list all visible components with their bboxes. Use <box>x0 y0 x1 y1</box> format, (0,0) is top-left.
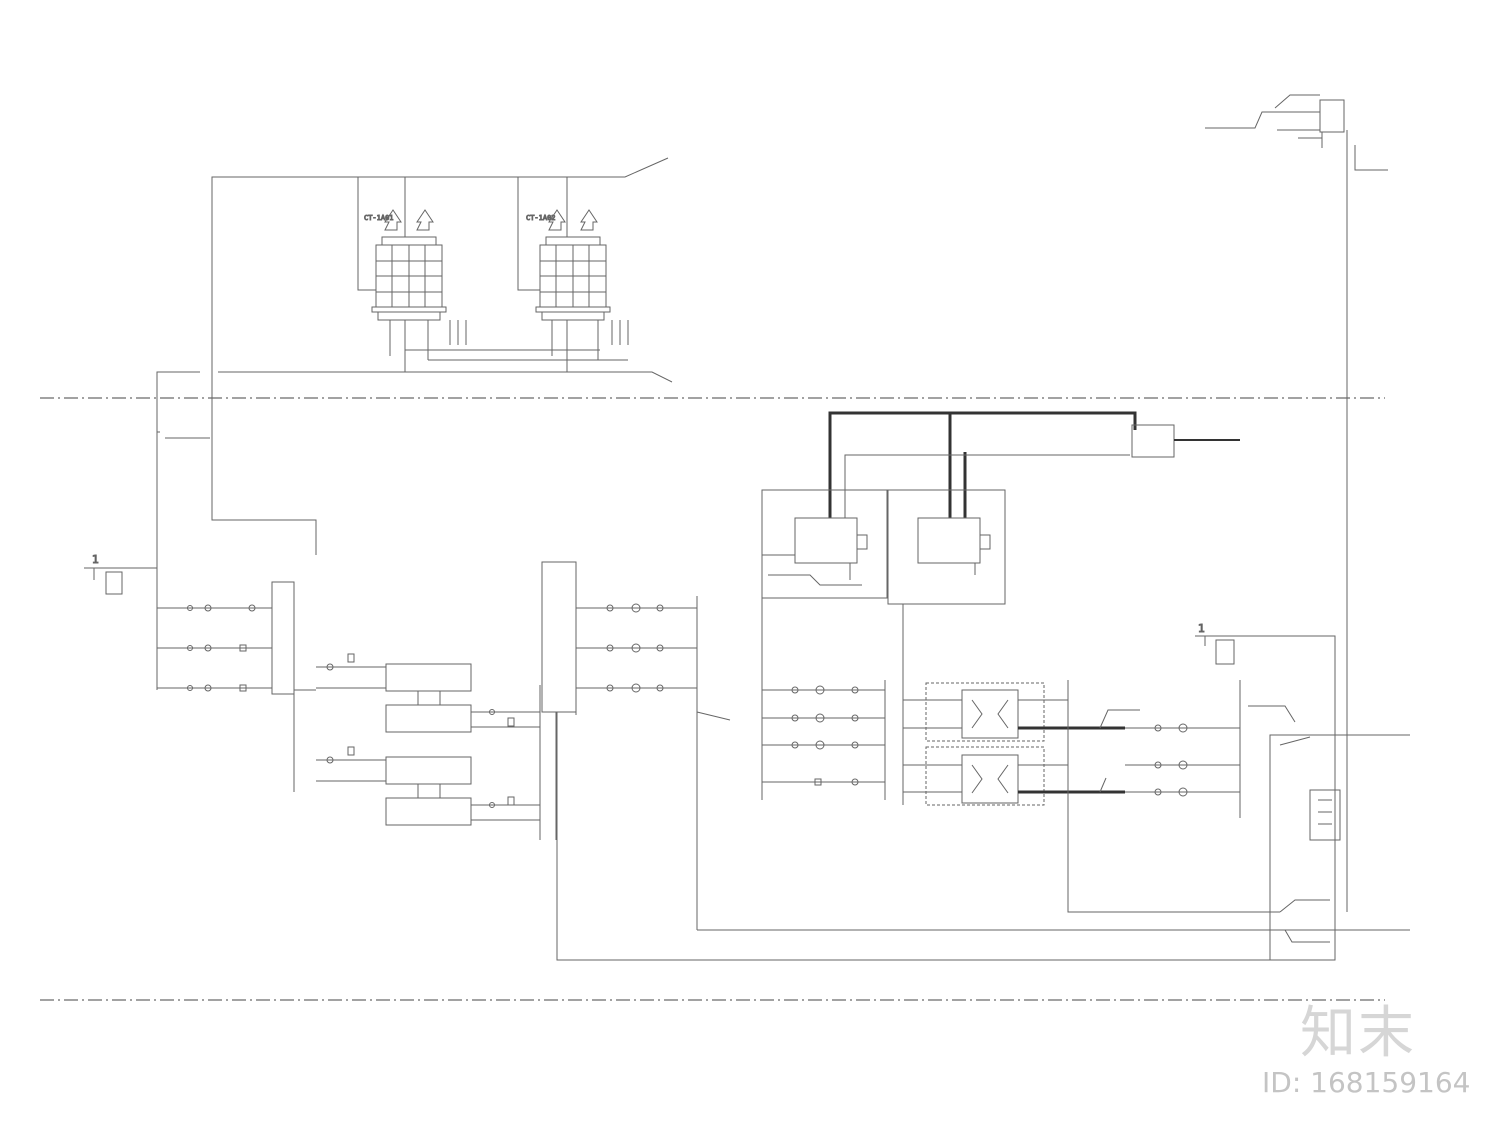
pointer-leaders <box>1099 709 1140 793</box>
flue-thin <box>844 454 1130 518</box>
cooling-tower-1 <box>371 209 447 321</box>
flue-heavy-pipe <box>828 411 1137 518</box>
rooftop-unit-lines <box>1205 94 1320 131</box>
level-marker-left: 1 <box>92 553 99 566</box>
exchanger-dashed-frame-2 <box>925 746 1045 806</box>
left-riser <box>156 398 317 690</box>
tower-feed-1 <box>357 177 376 291</box>
expansion-tank-right <box>1215 639 1235 665</box>
chiller-1-bottom <box>385 704 472 733</box>
makeup-device <box>1309 789 1341 841</box>
tower-feed-2 <box>517 177 540 291</box>
roof-return-pipe <box>156 371 673 398</box>
boiler-2 <box>917 517 981 564</box>
flue-pipe-2 <box>948 452 967 518</box>
rooftop-unit-legs <box>1298 132 1323 148</box>
left-valve-branch <box>157 431 210 439</box>
chiller-outlet-lines <box>471 711 540 821</box>
middle-header-right <box>696 596 731 930</box>
tower-label-1: CT-1A01 <box>364 214 394 222</box>
pump-valves-right <box>791 685 859 786</box>
pump-row-middle <box>576 607 697 689</box>
collector-left <box>271 581 295 695</box>
boiler-room-box <box>761 489 888 599</box>
chiller-inlet-lines <box>316 666 386 782</box>
tower-makeup-lines <box>449 320 629 345</box>
exchanger-outlet-heavy <box>1018 726 1125 794</box>
exchanger-lines <box>903 699 962 793</box>
valve-row-left <box>187 604 256 692</box>
expansion-tank-right-pipe <box>1195 635 1336 735</box>
right-collector-rows <box>1125 727 1240 793</box>
exchanger-vertical-header <box>1067 680 1280 913</box>
lowest-return-pipe <box>556 712 1270 961</box>
boiler-2-burner <box>979 534 991 550</box>
chiller-1-top <box>385 663 472 692</box>
roof-supply-pipe <box>211 157 669 520</box>
chiller-valves <box>326 653 515 808</box>
distributor-middle-legs <box>539 685 577 840</box>
pump-rows-right <box>762 689 885 783</box>
main-vertical-riser-right <box>1346 130 1388 912</box>
pump-skid-right <box>1269 734 1336 961</box>
heat-exchanger-1 <box>961 689 1019 739</box>
expansion-tank-left-pipe <box>84 567 157 580</box>
tower-outlet-pipes <box>389 320 599 372</box>
rooftop-unit <box>1319 99 1345 133</box>
exchanger-dashed-frame <box>925 682 1045 742</box>
collector-left-down <box>293 689 316 792</box>
watermark-logo: 知末 <box>1300 1001 1416 1066</box>
exchanger-outlet-thin <box>1018 699 1068 766</box>
tower-label-2: CT-1A02 <box>526 214 556 222</box>
boiler-feed-lines <box>762 554 976 586</box>
chiller-2-top <box>385 756 472 785</box>
collector-left-branches <box>157 607 272 689</box>
watermark-id: ID: 168159164 <box>1262 1066 1471 1099</box>
boiler-1 <box>794 517 858 564</box>
gas-tank <box>1131 424 1175 458</box>
collector-right-pair <box>884 604 904 805</box>
boiler-room-box-2 <box>887 489 1006 605</box>
expansion-tank-left <box>105 571 123 595</box>
skid-leaders <box>1248 705 1330 943</box>
level-marker-right: 1 <box>1198 622 1205 635</box>
pump-valves-middle <box>606 603 664 693</box>
tower-bottom-header <box>405 349 628 361</box>
cooling-tower-2 <box>535 209 611 321</box>
heat-exchanger-2 <box>961 754 1019 804</box>
distributor-middle <box>541 561 577 713</box>
boiler-1-burner <box>856 534 868 550</box>
right-collector-valves <box>1154 723 1188 797</box>
makeup-device-inner <box>1318 799 1332 825</box>
chiller-2-bottom <box>385 797 472 826</box>
